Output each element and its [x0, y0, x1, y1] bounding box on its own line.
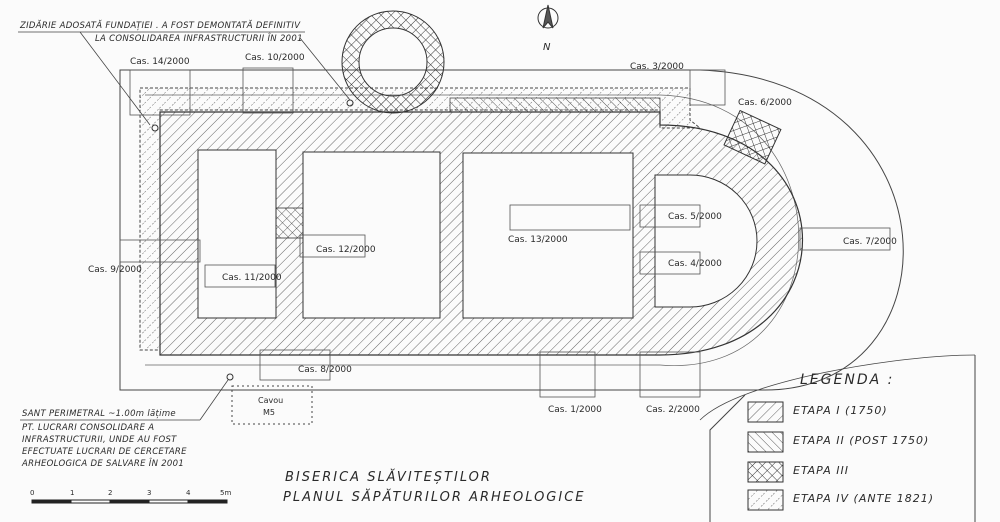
drawing-subtitle: PLANUL SĂPĂTURILOR ARHEOLOGICE — [283, 490, 586, 505]
section-label: Cas. 2/2000 — [646, 405, 700, 415]
scale-tick: 4 — [186, 489, 191, 497]
naos-room — [462, 152, 634, 319]
section-label: Cas. 6/2000 — [738, 98, 792, 108]
section-label: Cas. 13/2000 — [508, 235, 568, 245]
masonry-note-line2: LA CONSOLIDAREA INFRASTRUCTURII ÎN 2001 — [95, 34, 303, 44]
section-label: Cas. 14/2000 — [130, 57, 190, 67]
trench-note-line1: SANT PERIMETRAL ~1.00m lățime — [22, 409, 176, 419]
scale-tick: 1 — [70, 489, 75, 497]
legend-title: LEGENDA : — [800, 372, 895, 388]
section-label: Cas. 3/2000 — [630, 62, 684, 72]
trench-note-line3: INFRASTRUCTURII, UNDE AU FOST — [22, 435, 177, 445]
section-label: Cas. 5/2000 — [668, 212, 722, 222]
tomb-label: Cavou — [258, 396, 284, 405]
section-label: Cas. 4/2000 — [668, 259, 722, 269]
narthex-room — [197, 149, 277, 319]
drawing-title: BISERICA SLĂVITEȘTILOR — [285, 470, 492, 485]
circular-structure — [341, 10, 445, 114]
section-trenches — [119, 67, 891, 398]
north-label: N — [543, 42, 551, 53]
legend-item-etapa-4: ETAPA IV (ANTE 1821) — [793, 492, 935, 505]
trench-note-line5: ARHEOLOGICA DE SALVARE ÎN 2001 — [22, 459, 185, 469]
legend-box — [709, 355, 976, 522]
trench-note-line2: PT. LUCRARI CONSOLIDARE A — [22, 423, 155, 433]
section-label: Cas. 10/2000 — [245, 53, 305, 63]
section-label: Cas. 9/2000 — [88, 265, 142, 275]
section-label: Cas. 7/2000 — [843, 237, 897, 247]
section-label: Cas. 1/2000 — [548, 405, 602, 415]
scale-tick: 2 — [108, 489, 113, 497]
tomb-m5 — [231, 385, 313, 425]
legend-item-etapa-1: ETAPA I (1750) — [793, 404, 888, 417]
scale-tick: 5m — [220, 489, 232, 497]
north-arrow-icon — [537, 4, 559, 29]
tomb-id: M5 — [263, 408, 275, 417]
masonry-note-line1: ZIDĂRIE ADOSATĂ FUNDAȚIEI . A FOST DEMON… — [20, 21, 301, 31]
scale-tick: 0 — [30, 489, 35, 497]
scale-bar — [31, 499, 228, 504]
section-label: Cas. 8/2000 — [298, 365, 352, 375]
legend-item-etapa-3: ETAPA III — [793, 464, 850, 477]
legend-item-etapa-2: ETAPA II (POST 1750) — [793, 434, 930, 447]
scale-tick: 3 — [147, 489, 152, 497]
section-label: Cas. 11/2000 — [222, 273, 282, 283]
section-label: Cas. 12/2000 — [316, 245, 376, 255]
trench-note-line4: EFECTUATE LUCRARI DE CERCETARE — [22, 447, 187, 457]
